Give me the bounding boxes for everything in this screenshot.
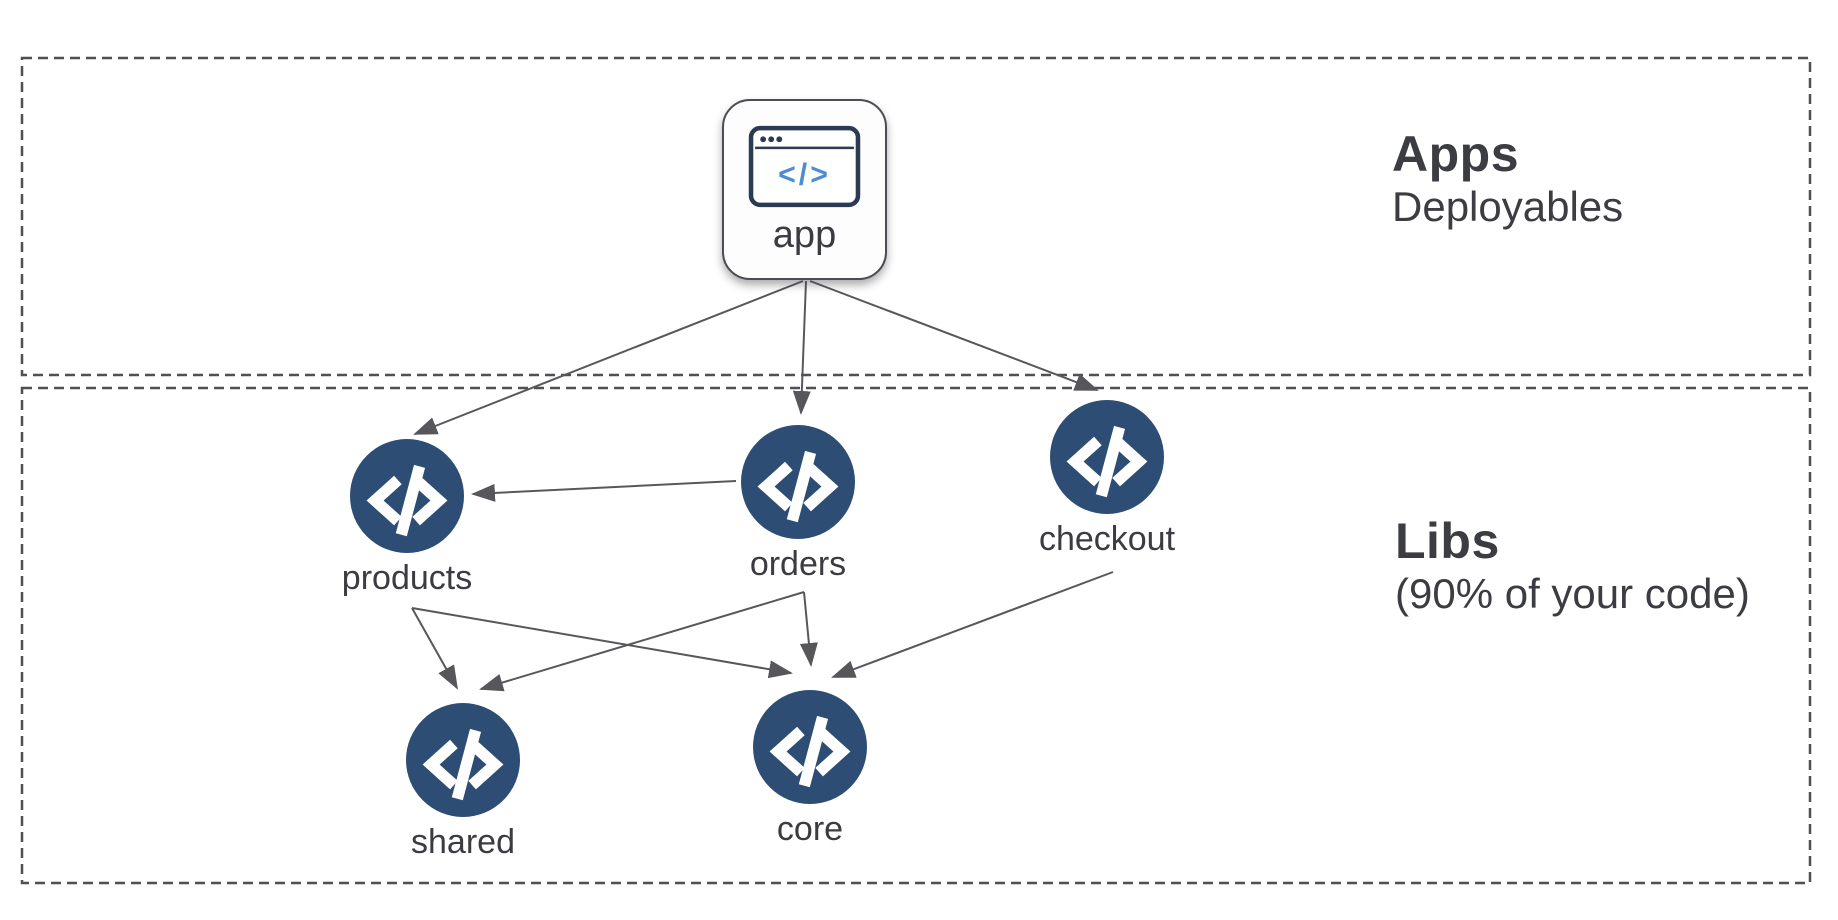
code-icon bbox=[350, 439, 464, 553]
node-core: core bbox=[753, 690, 867, 846]
apps-region-title: Apps bbox=[1392, 126, 1519, 182]
code-icon bbox=[741, 425, 855, 539]
node-label: checkout bbox=[1038, 520, 1176, 558]
code-icon bbox=[1050, 400, 1164, 514]
node-label: app bbox=[772, 214, 837, 256]
libs-region-subtitle: (90% of your code) bbox=[1395, 570, 1750, 617]
code-icon bbox=[753, 690, 867, 804]
node-orders: orders bbox=[741, 425, 855, 581]
edge-products-to-core bbox=[411, 607, 793, 679]
libs-region-label: Libs (90% of your code) bbox=[1395, 513, 1750, 619]
apps-region-subtitle: Deployables bbox=[1392, 183, 1624, 230]
edge-orders-to-core bbox=[799, 591, 818, 667]
node-products: products bbox=[342, 439, 472, 595]
browser-dot-icon bbox=[768, 136, 775, 143]
libs-region-title: Libs bbox=[1395, 513, 1500, 569]
browser-dot-icon bbox=[760, 136, 767, 143]
node-checkout: checkout bbox=[1039, 400, 1175, 556]
edge-app-to-checkout bbox=[809, 280, 1099, 391]
edge-orders-to-products bbox=[471, 480, 737, 502]
browser-dot-icon bbox=[776, 136, 783, 143]
browser-code-icon: </> bbox=[748, 125, 861, 208]
node-shared: shared bbox=[406, 703, 520, 859]
code-tag-text: </> bbox=[778, 159, 831, 192]
node-app: </> app bbox=[722, 99, 887, 280]
node-label: shared bbox=[411, 823, 515, 861]
code-icon bbox=[406, 703, 520, 817]
libs-region-border bbox=[20, 386, 1812, 885]
apps-region-label: Apps Deployables bbox=[1392, 126, 1623, 232]
edge-app-to-products bbox=[413, 280, 804, 435]
edge-orders-to-shared bbox=[479, 591, 805, 692]
edge-checkout-to-core bbox=[831, 571, 1114, 678]
edge-app-to-orders bbox=[792, 280, 811, 415]
node-label: products bbox=[341, 559, 473, 597]
node-label: core bbox=[776, 810, 844, 848]
node-label: orders bbox=[749, 545, 847, 583]
apps-region-border bbox=[20, 56, 1812, 377]
dependency-edges bbox=[411, 280, 1114, 692]
edge-products-to-shared bbox=[411, 607, 458, 690]
